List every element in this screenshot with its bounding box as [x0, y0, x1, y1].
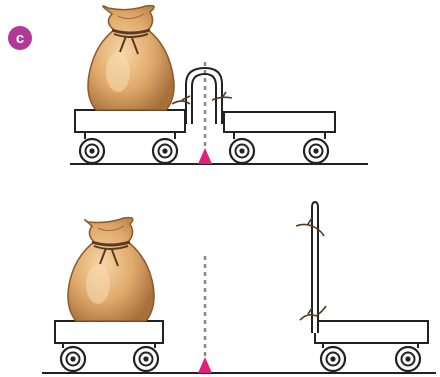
- wheel-icon: [134, 347, 158, 371]
- bottom-right-cart-body: [315, 321, 428, 343]
- wheel-icon: [80, 139, 104, 163]
- top-left-cart: [75, 110, 185, 163]
- panel-badge: c: [8, 26, 32, 50]
- top-right-cart: [224, 112, 335, 163]
- wheel-icon: [230, 139, 254, 163]
- wheel-icon: [321, 347, 345, 371]
- bottom-left-cart-body: [55, 321, 163, 343]
- top-right-cart-body: [224, 112, 335, 132]
- top-money-sack-icon: [88, 6, 174, 110]
- bottom-scene: [42, 202, 436, 373]
- bottom-center-triangle-icon: [198, 357, 212, 373]
- top-left-cart-body: [75, 110, 185, 132]
- bottom-upright-handle: [312, 202, 318, 333]
- bottom-right-cart: [296, 202, 428, 371]
- wheel-icon: [61, 347, 85, 371]
- top-center-triangle-icon: [198, 148, 212, 164]
- wheel-icon: [153, 139, 177, 163]
- wheel-icon: [396, 347, 420, 371]
- bottom-left-cart: [55, 321, 163, 371]
- wheel-icon: [304, 139, 328, 163]
- top-scene: [70, 6, 368, 164]
- bottom-money-sack-icon: [68, 218, 154, 321]
- panel-label: c: [16, 30, 24, 47]
